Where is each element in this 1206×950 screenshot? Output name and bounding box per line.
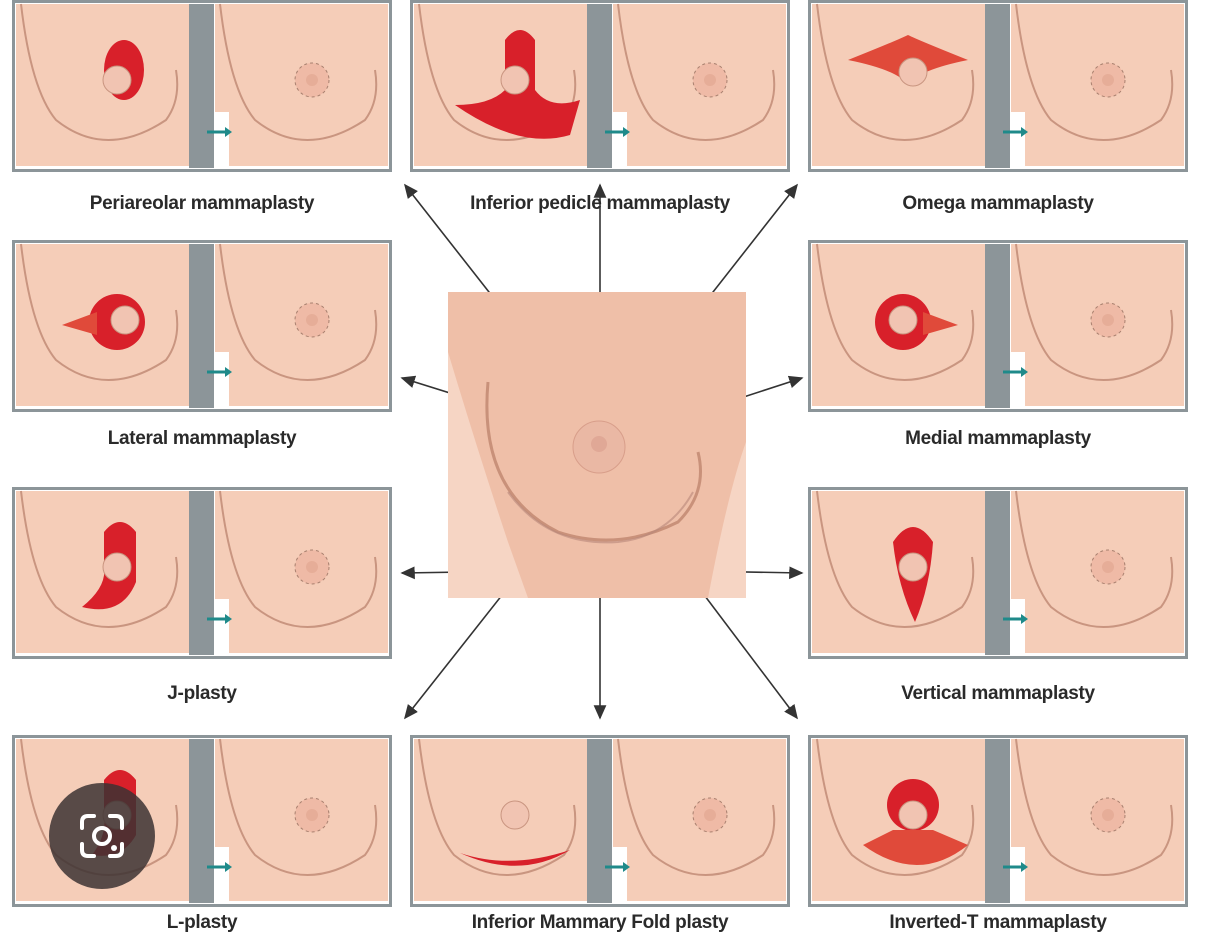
technique-panel bbox=[12, 487, 392, 659]
technique-panel bbox=[808, 487, 1188, 659]
technique-panel bbox=[12, 0, 392, 172]
technique-label: Medial mammaplasty bbox=[905, 428, 1091, 449]
technique-label: L-plasty bbox=[166, 912, 238, 933]
technique-label: Lateral mammaplasty bbox=[107, 428, 297, 449]
center-breast-illustration bbox=[448, 292, 746, 598]
technique-label: Inverted-T mammaplasty bbox=[889, 912, 1107, 933]
lens-camera-icon[interactable] bbox=[49, 783, 155, 889]
technique-label: Periareolar mammaplasty bbox=[89, 193, 315, 214]
technique-label: Inferior Mammary Fold plasty bbox=[471, 912, 729, 933]
technique-label: Vertical mammaplasty bbox=[901, 683, 1095, 704]
technique-label: Omega mammaplasty bbox=[902, 193, 1094, 214]
technique-panel bbox=[808, 735, 1188, 907]
technique-label: Inferior pedicle mammaplasty bbox=[470, 193, 730, 214]
technique-panel bbox=[410, 735, 790, 907]
technique-panel bbox=[808, 240, 1188, 412]
technique-label: J-plasty bbox=[167, 683, 237, 704]
technique-panel bbox=[808, 0, 1188, 172]
technique-panel bbox=[12, 240, 392, 412]
technique-panel bbox=[410, 0, 790, 172]
